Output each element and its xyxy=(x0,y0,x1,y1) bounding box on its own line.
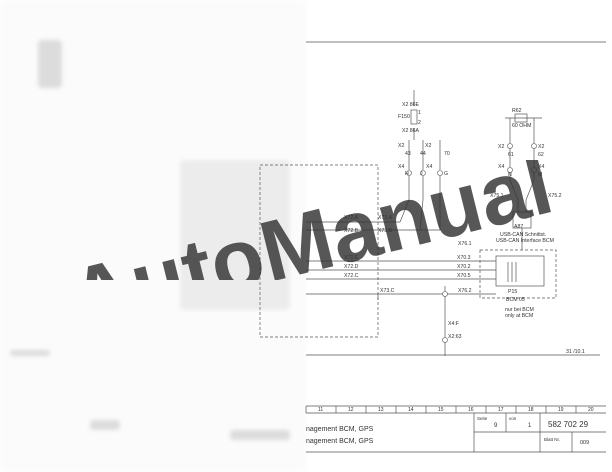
fuse-contact-1: 1 xyxy=(418,110,421,116)
conn-label: X75.1 xyxy=(490,193,504,199)
bcm-designator: P15 xyxy=(508,289,517,295)
interface-designator: A87 xyxy=(514,224,523,230)
sheet-label: Blatt Nr. xyxy=(544,437,560,442)
conn-pin: M xyxy=(538,172,542,178)
conn-pin: 44 xyxy=(420,151,426,157)
title-line-1: nagement BCM, GPS xyxy=(306,426,374,433)
conn-pin: G xyxy=(444,171,448,177)
conn-label: X75.2 xyxy=(548,193,562,199)
page-label: Seite xyxy=(477,416,488,421)
bcm-note-de: nur bei BCM xyxy=(505,307,534,313)
conn-label: X70.5 xyxy=(457,273,471,279)
conn-label: X4 xyxy=(426,164,432,170)
title-line-2: nagement BCM, GPS xyxy=(306,438,374,445)
conn-label: X76.1 xyxy=(458,241,472,247)
bcm-note-en: only at BCM xyxy=(505,313,533,319)
fuse-designator: F150 xyxy=(398,114,410,120)
conn-label: X73.A xyxy=(378,215,393,221)
conn-pin: 62 xyxy=(538,152,544,158)
column-number: 17 xyxy=(498,407,504,413)
conn-pin: H xyxy=(405,171,409,177)
terminator-designator: R62 xyxy=(512,108,522,114)
interface-line2: USB-CAN Interface BCM xyxy=(496,238,554,244)
conn-label: X4:F xyxy=(448,321,459,327)
conn-label: X70.2 xyxy=(457,264,471,270)
sheet-value: 009 xyxy=(580,440,589,446)
page-reference: 31 /10.1 xyxy=(566,349,585,355)
column-number: 19 xyxy=(558,407,564,413)
conn-pin: N xyxy=(508,172,512,178)
conn-label: X72.C xyxy=(344,273,359,279)
page-value: 9 xyxy=(494,423,498,429)
conn-label: X2:63 xyxy=(448,334,462,340)
column-number: 14 xyxy=(408,407,414,413)
conn-label: X4 xyxy=(398,164,404,170)
blurred-left-panel xyxy=(10,40,290,440)
fuse-contact-bottom: X2 86A xyxy=(402,128,420,134)
conn-pin: J xyxy=(420,171,423,177)
bcm-name: BCM 05 xyxy=(506,297,525,303)
conn-label: X73.B xyxy=(378,228,393,234)
conn-label: X2 xyxy=(398,143,404,149)
conn-label: X70.3 xyxy=(457,255,471,261)
conn-label: X73.C xyxy=(380,288,395,294)
column-number: 11 xyxy=(318,407,323,413)
from-label: von xyxy=(509,416,517,421)
from-value: 1 xyxy=(528,423,532,429)
column-number: 18 xyxy=(528,407,534,413)
conn-label: X2 xyxy=(498,144,504,150)
fuse-contact-top: X2 86E xyxy=(402,102,420,108)
column-number: 13 xyxy=(378,407,384,413)
column-number: 15 xyxy=(438,407,444,413)
column-number: 12 xyxy=(348,407,354,413)
conn-label: X76.2 xyxy=(458,288,472,294)
conn-label: X72.A xyxy=(344,215,359,221)
conn-label: X4 xyxy=(498,164,504,170)
document-number: 582 702 29 xyxy=(548,420,589,429)
column-number: 20 xyxy=(588,407,594,413)
conn-label: X72.E xyxy=(344,255,359,261)
fuse-contact-2: 2 xyxy=(418,120,421,126)
interface-line1: USB-CAN Schnittst. xyxy=(500,232,546,238)
conn-label: X2 xyxy=(538,144,544,150)
conn-label: X72.B xyxy=(344,228,359,234)
conn-label: X4 xyxy=(538,164,544,170)
terminator-value: 60 OHM xyxy=(512,123,531,129)
conn-pin: 61 xyxy=(508,152,514,158)
conn-label: X72.D xyxy=(344,264,359,270)
conn-pin: 43 xyxy=(405,151,411,157)
column-number: 16 xyxy=(468,407,474,413)
conn-label: X2 xyxy=(425,143,431,149)
conn-pin: 70 xyxy=(444,151,450,157)
